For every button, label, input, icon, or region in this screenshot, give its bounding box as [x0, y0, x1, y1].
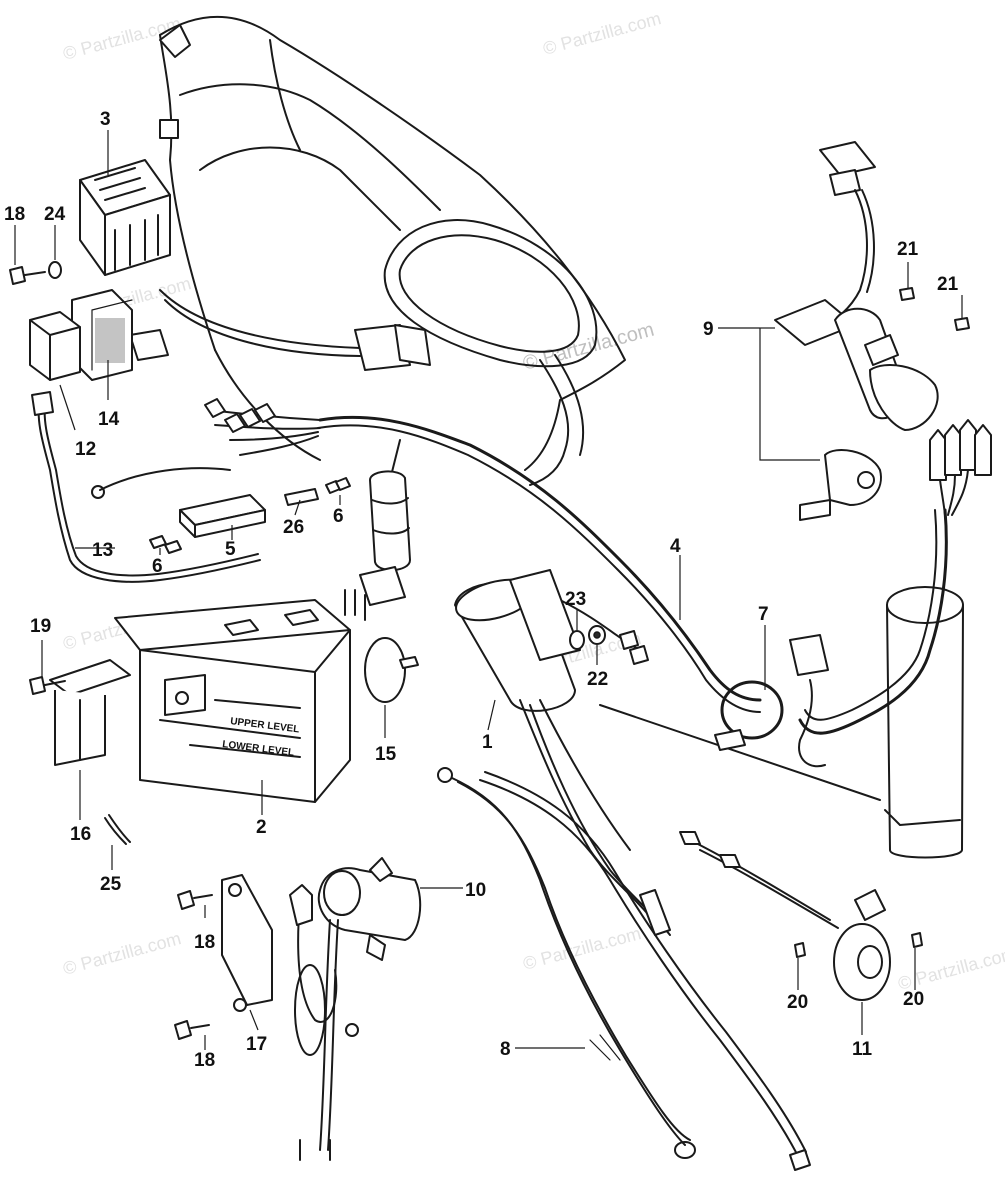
callout-18: 18 — [4, 204, 25, 225]
part-16-battery-bracket — [49, 659, 131, 766]
callout-18: 18 — [194, 932, 215, 953]
callout-26: 26 — [283, 517, 304, 538]
callout-5: 5 — [225, 539, 236, 560]
callout-8: 8 — [500, 1039, 511, 1060]
callout-14: 14 — [98, 409, 120, 430]
part-20-screws — [794, 932, 923, 958]
callout-16: 16 — [70, 824, 91, 845]
part-15-rubber-cap — [364, 637, 419, 703]
part-25-pin — [104, 814, 131, 845]
callout-22: 22 — [587, 669, 608, 690]
callout-2: 2 — [256, 817, 267, 838]
callout-12: 12 — [75, 439, 96, 460]
callout-24: 24 — [44, 204, 66, 225]
callout-15: 15 — [375, 744, 397, 765]
part-6-fuses — [149, 477, 351, 554]
part-5-fuse-holder — [179, 494, 266, 538]
callout-11: 11 — [852, 1039, 873, 1060]
part-9-ignition-switch — [774, 141, 939, 521]
callout-1: 1 — [482, 732, 493, 753]
part-12-relay — [29, 311, 81, 381]
main-wire-harness — [204, 398, 762, 713]
callout-3: 3 — [100, 109, 111, 130]
callout-21: 21 — [897, 239, 919, 260]
part-22-23-washers — [569, 625, 606, 650]
watermark: © Partzilla.com — [541, 8, 663, 59]
part-10-starter-relay — [289, 857, 422, 1161]
watermark: © Partzilla.com — [521, 923, 643, 974]
part-18-bolts — [9, 266, 213, 1040]
front-cowl-outline — [159, 15, 626, 486]
callout-10: 10 — [465, 880, 486, 901]
part-8-battery-cable — [437, 767, 811, 1171]
part-3-fuse-box — [79, 159, 431, 371]
right-harness — [798, 419, 992, 735]
watermark: © Partzilla.com — [61, 928, 183, 979]
callout-20: 20 — [787, 992, 808, 1013]
callout-18: 18 — [194, 1050, 215, 1071]
part-26-glass-fuse — [284, 488, 319, 506]
leader-lines — [14, 130, 963, 1050]
callout-4: 4 — [670, 536, 681, 557]
part-11-horn — [679, 831, 891, 1001]
callout-6: 6 — [152, 556, 163, 577]
callout-7: 7 — [758, 604, 769, 625]
callout-21: 21 — [937, 274, 959, 295]
callout-25: 25 — [100, 874, 122, 895]
part-14-foam-pad — [71, 289, 133, 381]
part-2-battery: UPPER LEVEL LOWER LEVEL — [114, 599, 351, 803]
callout-19: 19 — [30, 616, 51, 637]
handlebar-tube — [599, 586, 964, 859]
callout-23: 23 — [565, 589, 586, 610]
part-13-sub-harness — [31, 391, 261, 583]
watermark: © Partzilla.com — [896, 943, 1005, 994]
callout-6: 6 — [333, 506, 344, 527]
wire-connector-block — [344, 470, 411, 621]
part-24-washer — [48, 261, 62, 279]
part-1-ignition-coil — [454, 569, 671, 936]
part-17-bracket — [221, 874, 273, 1012]
part-19-bolt — [29, 676, 66, 695]
callout-13: 13 — [92, 540, 113, 561]
callout-9: 9 — [703, 319, 714, 340]
part-21-screws — [899, 287, 970, 331]
callout-labels: 1 2 3 4 5 6 6 7 8 9 10 11 12 13 14 15 16… — [4, 109, 959, 1071]
callout-20: 20 — [903, 989, 924, 1010]
part-7-clamp — [714, 634, 829, 768]
callout-17: 17 — [246, 1034, 267, 1055]
